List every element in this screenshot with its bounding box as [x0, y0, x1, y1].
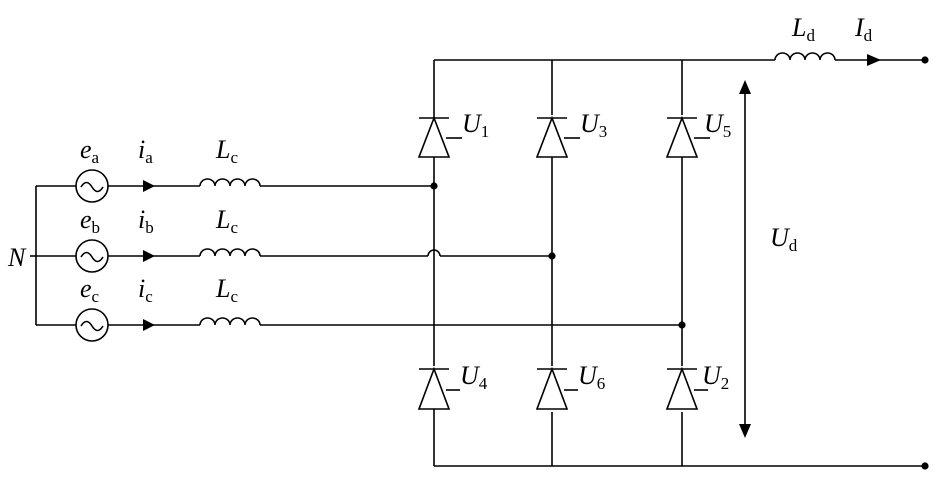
switch-label-u3: U3: [580, 109, 607, 141]
inductor-label-lc-c: Lc: [215, 274, 238, 306]
source-label-ea: ea: [80, 135, 100, 167]
diode-u4: U4: [417, 361, 488, 412]
current-arrow-icon: [143, 319, 155, 331]
diode-u2: U2: [665, 361, 729, 410]
ac-source-icon: [75, 239, 109, 273]
dc-negative-rail: [434, 462, 929, 470]
neutral-label: N: [7, 243, 27, 272]
current-label-ic: ic: [138, 274, 153, 306]
source-label-ec: ec: [80, 274, 100, 306]
dc-positive-rail: Ld Id: [434, 13, 929, 66]
switch-label-u1: U1: [462, 109, 489, 141]
ac-source-icon: [75, 308, 109, 342]
dc-voltage-arrow: Ud: [739, 80, 798, 438]
phase-a: ea ia Lc: [36, 135, 438, 203]
source-label-eb: eb: [80, 205, 100, 237]
diode-icon: [535, 366, 578, 410]
dc-voltage-label: Ud: [770, 223, 798, 255]
diode-u6: U6: [535, 361, 605, 410]
ac-source-icon: [75, 169, 109, 203]
inductor-icon: [774, 52, 836, 61]
dc-current-label: Id: [854, 13, 873, 45]
voltage-arrow-icon: [739, 424, 751, 438]
inductor-icon: [199, 248, 261, 257]
dc-inductor-label: Ld: [791, 13, 815, 45]
current-arrow-icon: [143, 180, 155, 192]
voltage-arrow-icon: [739, 80, 751, 94]
switch-label-u6: U6: [578, 361, 605, 393]
diode-icon: [417, 115, 462, 158]
switch-label-u2: U2: [702, 361, 729, 393]
diode-icon: [417, 366, 460, 412]
diode-u3: U3: [535, 109, 607, 158]
inductor-icon: [199, 317, 261, 326]
phase-b: eb ib Lc: [36, 205, 556, 273]
inductor-label-lc-a: Lc: [215, 135, 238, 167]
diode-icon: [665, 366, 708, 410]
diode-icon: [665, 115, 710, 158]
current-arrow-icon: [143, 250, 155, 262]
diode-icon: [535, 115, 580, 158]
inductor-label-lc-b: Lc: [215, 205, 238, 237]
diode-u1: U1: [417, 109, 489, 158]
diode-u5: U5: [665, 109, 731, 158]
current-arrow-icon: [867, 54, 881, 66]
negative-terminal: [921, 462, 929, 470]
switch-label-u4: U4: [460, 361, 488, 393]
positive-terminal: [921, 56, 929, 64]
inductor-icon: [199, 178, 261, 187]
phase-c: ec ic Lc: [36, 274, 686, 342]
current-label-ib: ib: [138, 205, 154, 237]
current-label-ia: ia: [138, 135, 153, 167]
switch-label-u5: U5: [704, 109, 731, 141]
